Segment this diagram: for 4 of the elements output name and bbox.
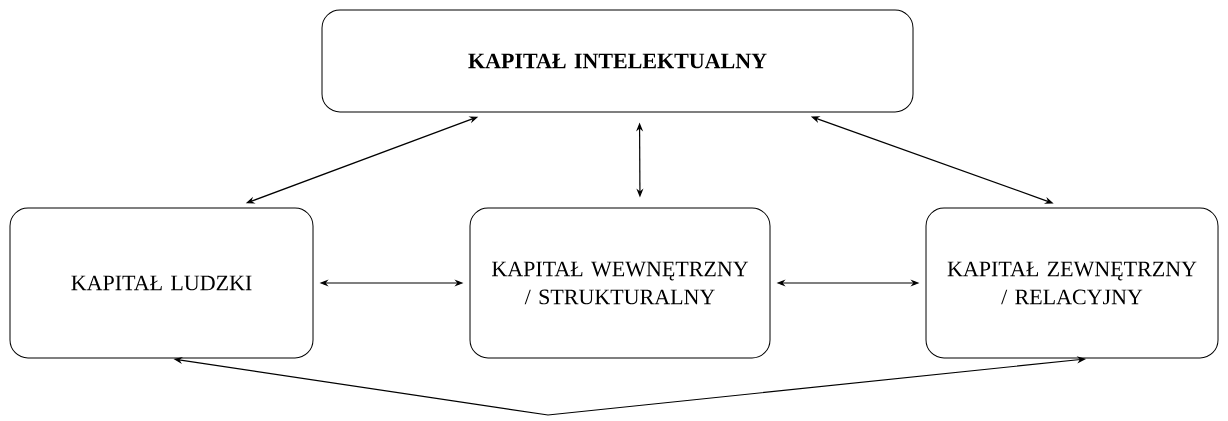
rounded-box: KAPITAŁ WEWNĘTRZNY / STRUKTURALNY [469, 207, 771, 359]
rounded-box: KAPITAŁ LUDZKI [9, 207, 314, 359]
rounded-box: KAPITAŁ INTELEKTUALNY [321, 9, 914, 113]
rounded-box: KAPITAŁ ZEWNĘTRZNY / RELACYJNY [925, 207, 1219, 359]
